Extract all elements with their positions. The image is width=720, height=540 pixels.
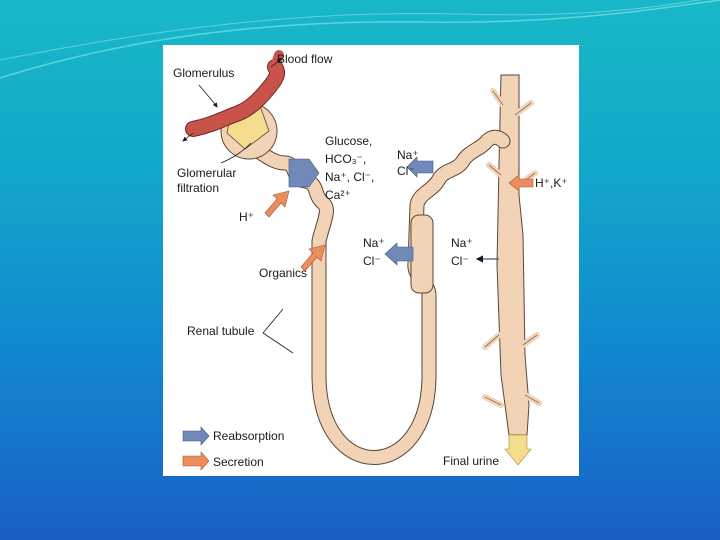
label-hco3: HCO₃⁻, (325, 152, 366, 166)
label-cl-mid-left: Cl⁻ (363, 254, 381, 268)
label-glomerular: Glomerular (177, 166, 236, 180)
reabsorption-arrow-icon (406, 156, 434, 178)
label-organics: Organics (259, 266, 307, 280)
label-na-mid-right: Na⁺ (451, 236, 473, 250)
label-glomerulus: Glomerulus (173, 66, 234, 80)
secretion-arrow-icon (182, 451, 210, 471)
label-final-urine: Final urine (443, 454, 499, 468)
label-renal-tubule: Renal tubule (187, 324, 255, 338)
label-ca: Ca²⁺ (325, 188, 351, 202)
reabsorption-arrow-icon (384, 242, 414, 266)
label-h-plus: H⁺ (239, 210, 254, 224)
glomerulus (185, 50, 286, 160)
reabsorption-arrows (288, 156, 499, 266)
secretion-arrow-icon (300, 244, 326, 272)
label-na-mid-left: Na⁺ (363, 236, 385, 250)
label-na-cl: Na⁺, Cl⁻, (325, 170, 374, 184)
label-cl-mid-right: Cl⁻ (451, 254, 469, 268)
pointer-lines (182, 58, 294, 354)
legend-reabsorption: Reabsorption (213, 429, 284, 443)
collecting-duct (482, 74, 542, 436)
label-na-top: Na⁺ (397, 148, 419, 162)
background-wave-decoration (0, 0, 720, 79)
label-glucose: Glucose, (325, 134, 372, 148)
legend: Reabsorption Secretion (182, 426, 284, 471)
reabsorption-arrow-icon (182, 426, 210, 446)
reabsorption-arrow-icon (288, 158, 320, 188)
legend-secretion: Secretion (213, 455, 264, 469)
secretion-arrow-icon (508, 174, 534, 192)
label-blood-flow: Blood flow (277, 52, 333, 66)
diagram-labels: Glomerulus Blood flow Glomerular filtrat… (173, 52, 568, 468)
secretion-arrows (264, 174, 534, 272)
nephron-diagram-panel: Glomerulus Blood flow Glomerular filtrat… (163, 45, 579, 476)
nephron-diagram: Glomerulus Blood flow Glomerular filtrat… (173, 50, 568, 471)
label-cl-top: Cl⁻ (397, 164, 415, 178)
secretion-arrow-icon (264, 190, 290, 218)
urine-flow-arrow-icon (504, 434, 532, 466)
label-filtration: filtration (177, 181, 219, 195)
label-h-k: H⁺,K⁺ (535, 176, 568, 190)
